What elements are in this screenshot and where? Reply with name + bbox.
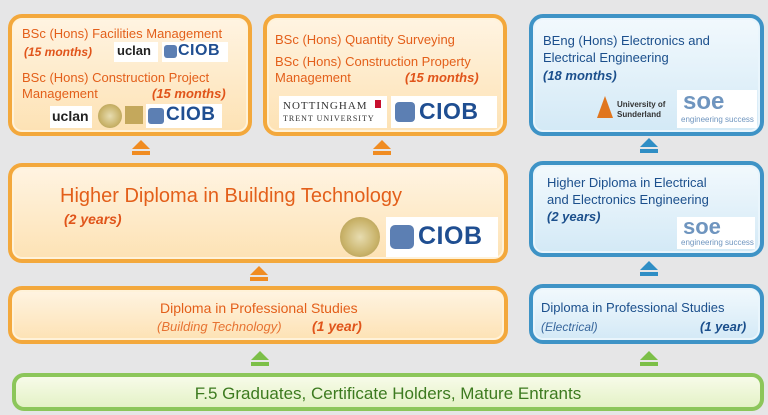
uclan-logo-text-2: uclan bbox=[52, 108, 89, 124]
construction-property-title-cont: Management bbox=[275, 70, 351, 85]
ciob-logo: CIOB bbox=[146, 104, 222, 128]
diploma-electrical-subtitle: (Electrical) bbox=[541, 320, 598, 334]
diploma-electrical-title: Diploma in Professional Studies bbox=[541, 300, 725, 315]
ciob-emblem-icon-4 bbox=[390, 225, 414, 249]
uclan-logo-text: uclan bbox=[117, 43, 151, 58]
institute-emblem-icon bbox=[125, 106, 143, 124]
construction-project-title: BSc (Hons) Construction Project bbox=[22, 70, 210, 85]
facilities-management-duration: (15 months) bbox=[24, 45, 93, 59]
higher-diploma-building-box: Higher Diploma in Building Technology (2… bbox=[8, 163, 508, 263]
ciob-logo-large: CIOB bbox=[386, 217, 498, 257]
arrow-up-icon bbox=[373, 140, 393, 158]
entry-requirements-label: F.5 Graduates, Certificate Holders, Matu… bbox=[194, 384, 582, 403]
hkie-crest-icon-large bbox=[340, 217, 380, 257]
soe-logo-mid: soe engineering success bbox=[677, 214, 755, 249]
hkie-crest-icon bbox=[98, 104, 122, 128]
diploma-electrical-duration: (1 year) bbox=[700, 319, 747, 334]
ntu-logo: NOTTINGHAM TRENT UNIVERSITY bbox=[279, 96, 387, 128]
construction-property-duration: (15 months) bbox=[405, 70, 479, 85]
diploma-building-title: Diploma in Professional Studies bbox=[160, 300, 358, 316]
higher-diploma-building-duration: (2 years) bbox=[64, 211, 122, 227]
beng-title-cont: Electrical Engineering bbox=[543, 50, 669, 65]
construction-project-title-cont: Management bbox=[22, 86, 98, 101]
ciob-emblem-icon-3 bbox=[395, 102, 415, 122]
sunderland-name-line2: Sunderland bbox=[617, 110, 662, 119]
beng-electronics-box: BEng (Hons) Electronics and Electrical E… bbox=[529, 14, 764, 136]
uclan-logo-small: uclan bbox=[114, 42, 158, 62]
sunderland-flame-icon bbox=[597, 96, 613, 118]
diploma-electrical-box: Diploma in Professional Studies (Electri… bbox=[529, 284, 764, 344]
uclan-logo: uclan bbox=[50, 106, 92, 128]
soe-tagline: engineering success bbox=[681, 115, 754, 124]
higher-diploma-building-title: Higher Diploma in Building Technology bbox=[60, 185, 403, 207]
diploma-building-box: Diploma in Professional Studies (Buildin… bbox=[8, 286, 508, 344]
facilities-management-title: BSc (Hons) Facilities Management bbox=[22, 26, 223, 41]
ciob-logo-text-3: CIOB bbox=[419, 98, 479, 124]
quantity-surveying-box: BSc (Hons) Quantity Surveying BSc (Hons)… bbox=[263, 14, 507, 136]
ntu-crest-icon bbox=[375, 100, 381, 108]
diploma-building-subtitle: (Building Technology) bbox=[157, 319, 282, 334]
ciob-logo-small: CIOB bbox=[162, 42, 228, 62]
facilities-construction-box: BSc (Hons) Facilities Management (15 mon… bbox=[8, 14, 252, 136]
higher-diploma-electrical-duration: (2 years) bbox=[547, 209, 601, 224]
sunderland-name-line1: University of bbox=[617, 100, 666, 109]
sunderland-logo: University of Sunderland bbox=[597, 92, 673, 126]
soe-logo-text-2: soe bbox=[683, 214, 721, 239]
ntu-logo-name: NOTTINGHAM bbox=[283, 100, 368, 112]
beng-duration: (18 months) bbox=[543, 68, 617, 83]
higher-diploma-electrical-title: Higher Diploma in Electrical bbox=[547, 175, 707, 190]
soe-logo-text: soe bbox=[683, 88, 725, 115]
ciob-emblem-icon-2 bbox=[148, 108, 164, 124]
soe-logo: soe engineering success bbox=[677, 88, 757, 128]
quantity-surveying-title: BSc (Hons) Quantity Surveying bbox=[275, 32, 455, 47]
ciob-logo-text-2: CIOB bbox=[166, 104, 216, 125]
construction-property-title: BSc (Hons) Construction Property bbox=[275, 54, 471, 69]
diploma-building-duration: (1 year) bbox=[312, 318, 362, 334]
ciob-logo-text: CIOB bbox=[178, 42, 220, 59]
beng-title: BEng (Hons) Electronics and bbox=[543, 33, 710, 48]
arrow-up-icon bbox=[251, 351, 271, 369]
arrow-up-icon bbox=[250, 266, 270, 284]
ntu-logo-subtitle: TRENT UNIVERSITY bbox=[283, 114, 375, 123]
soe-tagline-2: engineering success bbox=[681, 238, 754, 247]
higher-diploma-electrical-title-cont: and Electronics Engineering bbox=[547, 192, 709, 207]
arrow-up-icon bbox=[640, 138, 660, 156]
arrow-up-icon bbox=[640, 351, 660, 369]
ciob-logo-middle: CIOB bbox=[391, 96, 497, 128]
arrow-up-icon bbox=[132, 140, 152, 158]
construction-project-duration: (15 months) bbox=[152, 86, 226, 101]
ciob-logo-text-4: CIOB bbox=[418, 222, 483, 250]
entry-requirements-bar: F.5 Graduates, Certificate Holders, Matu… bbox=[12, 373, 764, 411]
arrow-up-icon bbox=[640, 261, 660, 279]
higher-diploma-electrical-box: Higher Diploma in Electrical and Electro… bbox=[529, 161, 764, 257]
ciob-emblem-icon bbox=[164, 45, 177, 58]
